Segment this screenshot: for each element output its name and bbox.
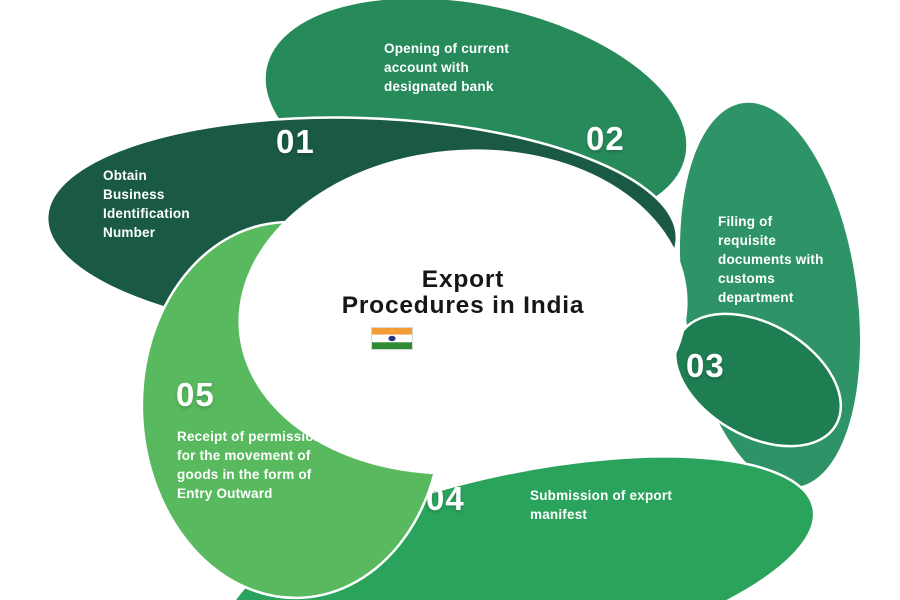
flag-border	[371, 327, 413, 350]
title-line-2: Procedures in India	[341, 292, 585, 319]
step-text-line: requisite	[718, 233, 777, 248]
step-text-line: Identification	[103, 206, 190, 221]
step-text-line: for the movement of	[177, 448, 311, 463]
step-text-line: goods in the form of	[177, 467, 312, 482]
step-text-line: Obtain	[103, 168, 147, 183]
step-text-line: Business	[103, 187, 165, 202]
step-text-line: manifest	[530, 507, 588, 522]
step-text-line: Filing of	[718, 214, 773, 229]
step-number-05: 05	[176, 376, 215, 413]
step-text-line: Opening of current	[384, 41, 510, 56]
step-text-line: Receipt of permission	[177, 429, 323, 444]
step-number-02: 02	[586, 120, 625, 157]
step-text-03: Filing of requisite documents with custo…	[718, 212, 858, 307]
step-text-line: customs	[718, 271, 775, 286]
step-number-01: 01	[276, 123, 315, 160]
step-number-03: 03	[686, 347, 725, 384]
step-number-04: 04	[426, 480, 465, 517]
step-text-line: Entry Outward	[177, 486, 273, 501]
diagram-title: Export Procedures in India	[293, 267, 633, 319]
step-text-05: Receipt of permission for the movement o…	[177, 427, 347, 503]
flag-stripe-green	[371, 342, 413, 350]
flag-chakra-icon	[388, 335, 396, 342]
title-line-1: Export	[421, 266, 505, 293]
step-text-line: Number	[103, 225, 156, 240]
india-flag-icon	[371, 327, 413, 350]
step-text-01: Obtain Business Identification Number	[103, 166, 233, 242]
step-text-line: designated bank	[384, 79, 494, 94]
flag-stripe-saffron	[371, 327, 413, 335]
step-text-02: Opening of current account with designat…	[384, 39, 574, 96]
step-text-line: department	[718, 290, 794, 305]
center-white-area	[238, 149, 688, 475]
step-text-line: Submission of export	[530, 488, 673, 503]
step-text-line: account with	[384, 60, 469, 75]
step-text-04: Submission of export manifest	[530, 486, 705, 524]
step-text-line: documents with	[718, 252, 824, 267]
